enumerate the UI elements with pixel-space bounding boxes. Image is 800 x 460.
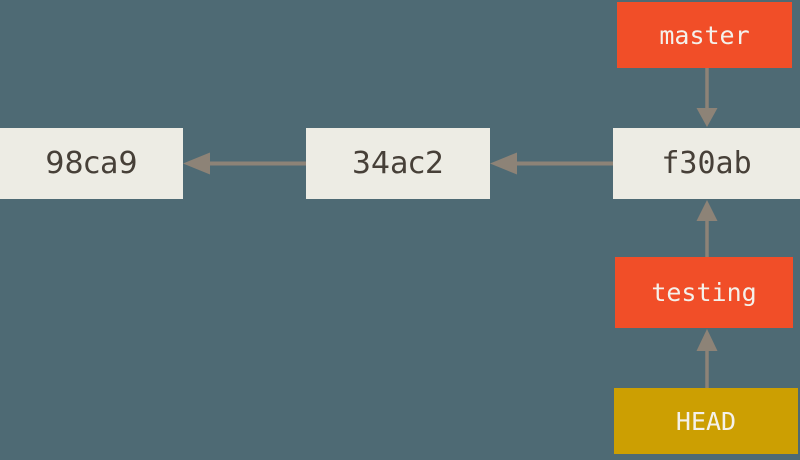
arrow-f30ab-to-34ac2 [490, 152, 614, 175]
head-label: HEAD [614, 388, 798, 454]
commit-node-34ac2: 34ac2 [306, 128, 490, 199]
commit-hash: f30ab [661, 146, 752, 181]
branch-name: testing [651, 278, 757, 307]
branch-name: master [659, 20, 750, 50]
head-name: HEAD [675, 406, 737, 436]
arrow-testing-to-f30ab [696, 200, 718, 257]
arrow-head-to-testing [696, 329, 718, 388]
branch-label-testing: testing [615, 257, 793, 328]
arrow-master-to-f30ab [696, 68, 718, 127]
commit-node-f30ab: f30ab [613, 128, 800, 199]
commit-hash: 98ca9 [45, 146, 138, 181]
commit-hash: 34ac2 [351, 146, 445, 181]
branch-label-master: master [617, 2, 792, 68]
commit-node-98ca9: 98ca9 [0, 128, 183, 199]
arrow-34ac2-to-98ca9 [183, 152, 307, 175]
